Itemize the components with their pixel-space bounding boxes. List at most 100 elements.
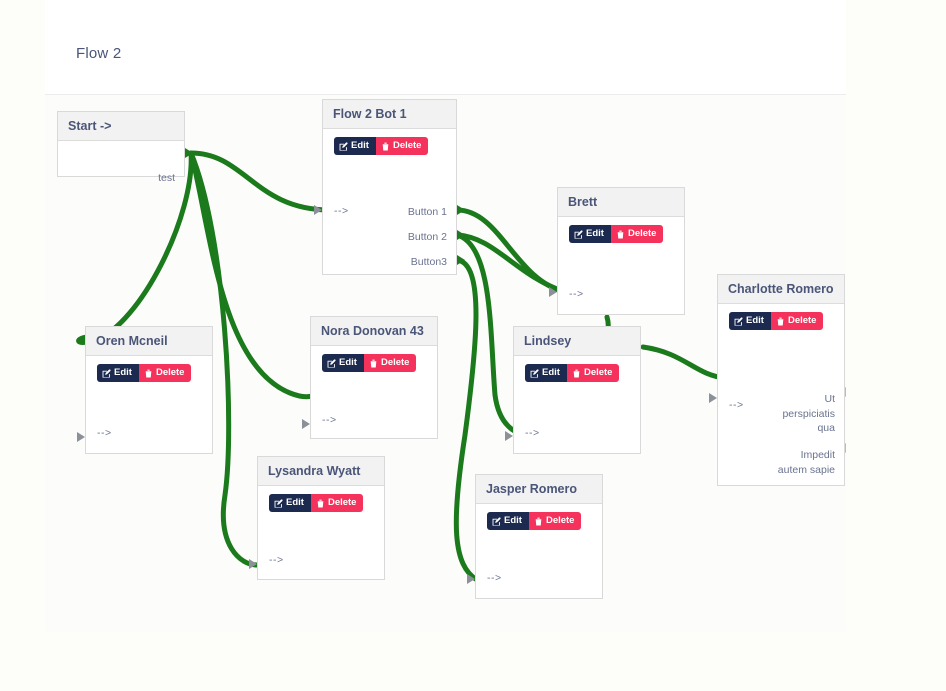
node-lindsey-title: Lindsey xyxy=(514,327,640,356)
edit-button-label: Edit xyxy=(586,228,604,239)
edge-button1-to-brett xyxy=(454,207,568,295)
edit-button[interactable]: Edit xyxy=(487,512,529,530)
flow-editor-card: Flow 2 xyxy=(45,0,846,632)
node-jasper-romero[interactable]: Jasper Romero Edit Delete xyxy=(475,474,603,599)
delete-button[interactable]: Delete xyxy=(138,364,192,382)
node-charlotte-romero-input[interactable]: --> xyxy=(729,399,744,411)
node-flow2bot1-output-button3[interactable]: Button3 xyxy=(410,256,447,268)
delete-button[interactable]: Delete xyxy=(610,225,664,243)
node-flow2bot1-button-row: Edit Delete xyxy=(323,129,456,155)
delete-button[interactable]: Delete xyxy=(363,354,417,372)
port-marker-nora-in[interactable] xyxy=(302,419,310,429)
node-lindsey[interactable]: Lindsey Edit Delete xyxy=(513,326,641,454)
trash-icon xyxy=(573,369,580,377)
port-marker-flow2bot1-button2[interactable] xyxy=(457,230,465,240)
node-nora-donovan-input[interactable]: --> xyxy=(322,414,337,426)
delete-button-label: Delete xyxy=(392,140,422,151)
node-oren-mcneil-body: Edit Delete --> xyxy=(86,356,212,453)
trash-icon xyxy=(777,317,784,325)
node-charlotte-romero-output-1[interactable]: Ut perspiciatis qua xyxy=(782,393,835,434)
edit-button-label: Edit xyxy=(114,367,132,378)
pencil-square-icon xyxy=(102,368,111,378)
edit-button[interactable]: Edit xyxy=(97,364,139,382)
node-jasper-romero-input[interactable]: --> xyxy=(487,572,502,584)
page-title: Flow 2 xyxy=(76,45,122,62)
node-nora-donovan[interactable]: Nora Donovan 43 Edit Delete xyxy=(310,316,438,439)
node-oren-mcneil-input[interactable]: --> xyxy=(97,427,112,439)
delete-button-label: Delete xyxy=(583,367,613,378)
node-lysandra-wyatt-input[interactable]: --> xyxy=(269,554,284,566)
pencil-square-icon xyxy=(574,229,583,239)
port-marker-flow2bot1-button1[interactable] xyxy=(457,205,465,215)
trash-icon xyxy=(617,230,624,238)
edit-button-label: Edit xyxy=(746,315,764,326)
node-flow2bot1-output-button2[interactable]: Button 2 xyxy=(407,231,447,243)
node-charlotte-romero-body: Edit Delete --> Ut perspiciatis qua Impe… xyxy=(718,304,844,485)
node-lysandra-button-row: Edit Delete xyxy=(258,486,384,512)
port-marker-lindsey-in[interactable] xyxy=(505,431,513,441)
port-marker-flow2bot1-button3[interactable] xyxy=(457,255,465,265)
flow-canvas[interactable]: Start -> test Flow 2 Bot 1 Edit xyxy=(45,95,846,632)
port-marker-brett-in[interactable] xyxy=(549,287,557,297)
trash-icon xyxy=(382,142,389,150)
node-oren-button-row: Edit Delete xyxy=(86,356,212,382)
node-lysandra-wyatt-title: Lysandra Wyatt xyxy=(258,457,384,486)
pencil-square-icon xyxy=(274,498,283,508)
node-charlotte-romero-output-2[interactable]: Impedit autem sapie xyxy=(777,449,835,476)
node-charlotte-romero[interactable]: Charlotte Romero Edit Delete xyxy=(717,274,845,486)
node-start-output-test[interactable]: test xyxy=(158,172,175,184)
delete-button[interactable]: Delete xyxy=(566,364,620,382)
port-marker-lysandra-in[interactable] xyxy=(249,559,257,569)
edit-button-label: Edit xyxy=(339,357,357,368)
node-lysandra-wyatt-body: Edit Delete --> xyxy=(258,486,384,579)
edit-button-label: Edit xyxy=(504,515,522,526)
node-jasper-romero-body: Edit Delete --> xyxy=(476,504,602,598)
port-marker-start-test[interactable] xyxy=(185,148,193,158)
edge-lindsey-to-charlotte xyxy=(640,344,728,381)
node-brett-input[interactable]: --> xyxy=(569,288,584,300)
node-flow2bot1[interactable]: Flow 2 Bot 1 Edit Delete xyxy=(322,99,457,275)
edit-button[interactable]: Edit xyxy=(322,354,364,372)
delete-button[interactable]: Delete xyxy=(375,137,429,155)
trash-icon xyxy=(317,499,324,507)
port-marker-charlotte-out1[interactable] xyxy=(845,387,846,397)
delete-button-label: Delete xyxy=(787,315,817,326)
delete-button-label: Delete xyxy=(380,357,410,368)
pencil-square-icon xyxy=(327,358,336,368)
node-jasper-romero-title: Jasper Romero xyxy=(476,475,602,504)
port-marker-jasper-in[interactable] xyxy=(467,574,475,584)
edit-button[interactable]: Edit xyxy=(525,364,567,382)
edit-button[interactable]: Edit xyxy=(569,225,611,243)
edit-button-label: Edit xyxy=(286,497,304,508)
delete-button[interactable]: Delete xyxy=(770,312,824,330)
node-jasper-button-row: Edit Delete xyxy=(476,504,602,530)
node-start-body: test xyxy=(58,141,184,184)
node-flow2bot1-body: Edit Delete --> Button 1 Button 2 Button… xyxy=(323,129,456,274)
node-brett[interactable]: Brett Edit Delete xyxy=(557,187,685,315)
node-lindsey-body: Edit Delete --> xyxy=(514,356,640,453)
port-marker-charlotte-out2[interactable] xyxy=(845,443,846,453)
node-flow2bot1-input[interactable]: --> xyxy=(334,205,349,217)
edit-button[interactable]: Edit xyxy=(269,494,311,512)
node-charlotte-button-row: Edit Delete xyxy=(718,304,844,330)
node-start[interactable]: Start -> test xyxy=(57,111,185,184)
edge-start-to-flow2bot1 xyxy=(188,150,333,213)
node-flow2bot1-output-button1[interactable]: Button 1 xyxy=(407,206,447,218)
node-lindsey-input[interactable]: --> xyxy=(525,427,540,439)
port-marker-oren-in[interactable] xyxy=(77,432,85,442)
delete-button-label: Delete xyxy=(155,367,185,378)
pencil-square-icon xyxy=(734,316,743,326)
node-lysandra-wyatt[interactable]: Lysandra Wyatt Edit Delete xyxy=(257,456,385,580)
node-oren-mcneil[interactable]: Oren Mcneil Edit Delete xyxy=(85,326,213,454)
node-flow2bot1-title: Flow 2 Bot 1 xyxy=(323,100,456,129)
delete-button-label: Delete xyxy=(327,497,357,508)
trash-icon xyxy=(370,359,377,367)
delete-button[interactable]: Delete xyxy=(528,512,582,530)
flow-header-bar: Flow 2 xyxy=(45,0,846,95)
port-marker-flow2bot1-in[interactable] xyxy=(314,205,322,215)
delete-button[interactable]: Delete xyxy=(310,494,364,512)
edit-button[interactable]: Edit xyxy=(729,312,771,330)
port-marker-charlotte-in[interactable] xyxy=(709,393,717,403)
edit-button[interactable]: Edit xyxy=(334,137,376,155)
node-nora-donovan-title: Nora Donovan 43 xyxy=(311,317,437,346)
